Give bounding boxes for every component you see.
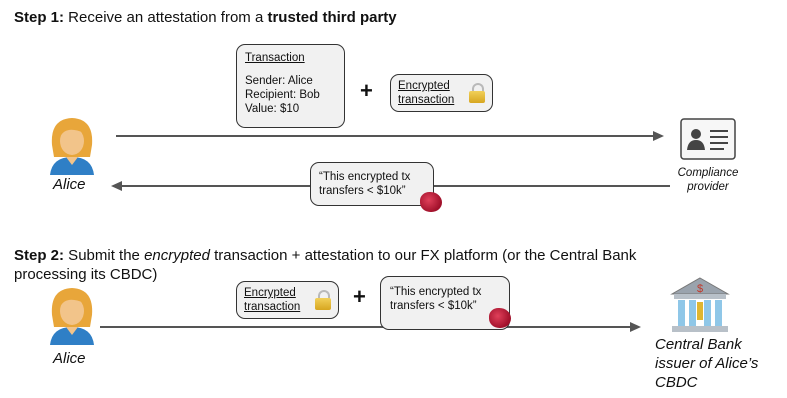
encrypted-transaction-box-step2: Encrypted transaction [236, 281, 339, 319]
encrypted-label-line1: Encrypted [398, 80, 450, 92]
step2-heading: Step 2: Submit the encrypted transaction… [14, 247, 636, 264]
alice-label-step1: Alice [53, 176, 86, 193]
lock-icon [315, 290, 331, 310]
central-bank-line3: CBDC [655, 374, 698, 391]
plus-sign-step2: + [353, 284, 366, 309]
central-bank-line1: Central Bank [655, 336, 742, 353]
alice-label-step2: Alice [53, 350, 86, 367]
wax-seal-icon [489, 308, 511, 328]
wax-seal-icon [420, 192, 442, 212]
id-card-icon [680, 118, 736, 160]
attestation-line2: transfers < $10k” [319, 185, 406, 197]
arrow-to-compliance-head [653, 131, 664, 141]
alice-avatar-icon [50, 118, 94, 175]
arrow-to-compliance [116, 135, 656, 137]
step2-text2: transaction + attestation to our FX plat… [209, 247, 637, 264]
step1-prefix: Step 1: [14, 9, 65, 26]
encrypted-label-line1: Encrypted [244, 287, 296, 299]
encrypted-label-line2: transaction [244, 301, 301, 313]
step2-prefix: Step 2: [14, 247, 65, 264]
encrypted-transaction-box: Encrypted transaction [390, 74, 493, 112]
attestation-line1: “This encrypted tx [390, 286, 482, 298]
attestation-line1: “This encrypted tx [319, 171, 411, 183]
attestation-box-step1: “This encrypted tx transfers < $10k” [310, 162, 434, 206]
transaction-box: Transaction Sender: Alice Recipient: Bob… [236, 44, 345, 128]
bank-sign-icon: $ [697, 283, 703, 295]
compliance-line2: provider [687, 181, 729, 193]
attestation-box-step2: “This encrypted tx transfers < $10k” [380, 276, 510, 330]
transaction-value: Value: $10 [245, 103, 300, 115]
plus-sign: + [360, 78, 373, 103]
lock-icon [469, 83, 485, 103]
attestation-line2: transfers < $10k” [390, 300, 477, 312]
arrow-to-central-bank-head [630, 322, 641, 332]
central-bank-label: Central Bank issuer of Alice’s CBDC [655, 335, 758, 392]
arrow-to-alice-head [111, 181, 122, 191]
compliance-line1: Compliance [677, 167, 739, 179]
step2-text1: Submit the [64, 247, 145, 264]
step1-bold: trusted third party [267, 9, 397, 26]
compliance-provider-label: Compliance provider [672, 166, 744, 194]
transaction-sender: Sender: Alice [245, 75, 313, 87]
transaction-title: Transaction [245, 52, 305, 64]
step1-text: Receive an attestation from a [64, 9, 268, 26]
alice-avatar-icon [50, 288, 94, 345]
bank-building-icon: $ [670, 277, 730, 332]
step2-italic: encrypted [144, 247, 210, 264]
step2-heading-line2: processing its CBDC) [14, 266, 158, 283]
arrow-to-central-bank [100, 326, 632, 328]
step1-heading: Step 1: Receive an attestation from a tr… [14, 9, 397, 26]
encrypted-label-line2: transaction [398, 94, 455, 106]
central-bank-line2: issuer of Alice’s [655, 355, 759, 372]
transaction-recipient: Recipient: Bob [245, 89, 320, 101]
